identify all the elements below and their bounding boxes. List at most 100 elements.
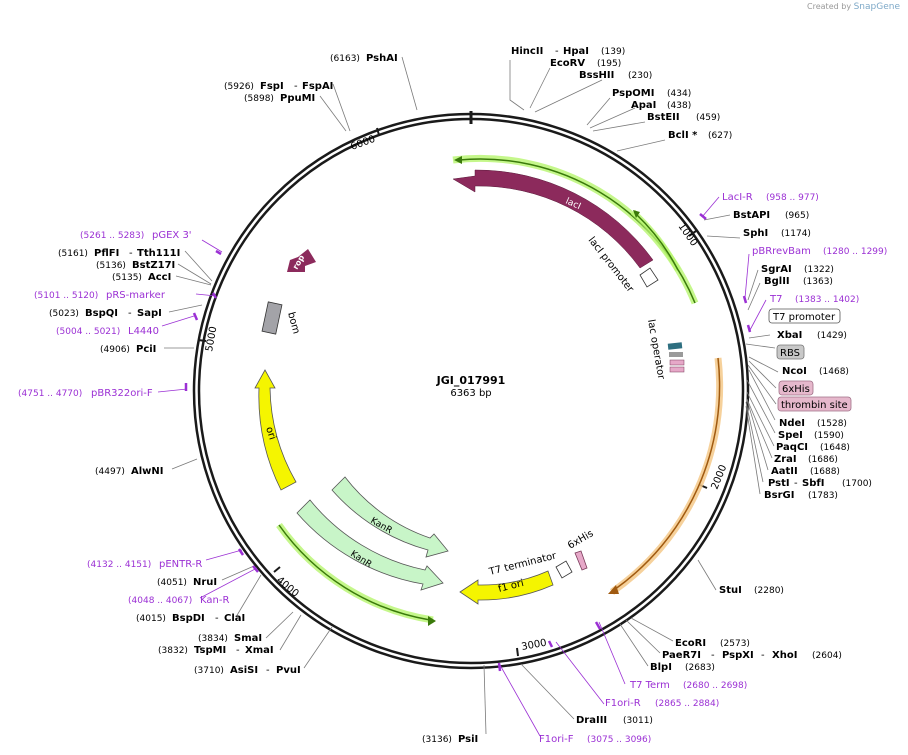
enzyme-draIII[interactable]: DraIII: [576, 715, 607, 726]
enzyme-pspOMI[interactable]: PspOMI: [612, 88, 654, 99]
enzyme-ncoI[interactable]: NcoI: [782, 366, 807, 377]
enzyme-claI[interactable]: ClaI: [224, 613, 245, 624]
backbone: [192, 111, 750, 670]
svg-text:(2683): (2683): [685, 663, 715, 673]
svg-text:-: -: [266, 665, 270, 676]
primer-lacI-R[interactable]: LacI-R: [722, 192, 753, 203]
enzyme-hpaI[interactable]: HpaI: [563, 46, 589, 57]
enzyme-bstEII[interactable]: BstEII: [647, 112, 680, 123]
enzyme-psiI[interactable]: PsiI: [458, 734, 478, 745]
enzyme-aatII[interactable]: AatII: [771, 466, 798, 477]
enzyme-bglII[interactable]: BglII: [764, 276, 790, 287]
svg-text:(230): (230): [628, 71, 652, 81]
primer-pENTR-R[interactable]: pENTR-R: [159, 559, 202, 570]
enzyme-xmaI[interactable]: XmaI: [245, 645, 274, 656]
thrombin-box: [669, 366, 685, 373]
enzyme-bstAPI[interactable]: BstAPI: [733, 210, 770, 221]
label-T7-promoter[interactable]: T7 promoter: [772, 312, 836, 323]
boxed-labels: T7 promoter RBS 6xHis thrombin site: [768, 308, 852, 412]
tick-label-3000: 3000: [521, 638, 548, 653]
enzyme-alwNI[interactable]: AlwNI: [131, 466, 164, 477]
svg-text:(3832): (3832): [158, 646, 188, 656]
enzyme-apaI[interactable]: ApaI: [631, 100, 656, 111]
primer-F1ori-F[interactable]: F1ori-F: [539, 734, 574, 745]
svg-text:-: -: [215, 613, 219, 624]
primer-L4440[interactable]: L4440: [128, 326, 159, 337]
enzyme-paeR7I[interactable]: PaeR7I: [662, 650, 701, 661]
svg-text:(1174): (1174): [781, 229, 811, 239]
6xHis-box: [669, 359, 685, 366]
6xHis-label: 6xHis: [566, 528, 596, 551]
enzyme-pflFI[interactable]: PflFI: [94, 248, 119, 259]
enzyme-pstI[interactable]: PstI: [768, 478, 790, 489]
svg-text:(4048 .. 4067): (4048 .. 4067): [128, 596, 192, 606]
enzyme-ecoRI[interactable]: EcoRI: [675, 638, 706, 649]
enzyme-asiSI[interactable]: AsiSI: [230, 665, 258, 676]
primer-pBR322ori-F[interactable]: pBR322ori-F: [91, 388, 153, 399]
enzyme-bclI[interactable]: BclI *: [668, 130, 698, 141]
enzyme-pciI[interactable]: PciI: [136, 344, 156, 355]
lac-operator-label: lac operator: [645, 319, 667, 381]
svg-text:(2573): (2573): [720, 639, 750, 649]
enzyme-bsrGI[interactable]: BsrGI: [764, 490, 794, 501]
enzyme-xbaI[interactable]: XbaI: [777, 330, 802, 341]
enzyme-sgrAI[interactable]: SgrAI: [761, 264, 792, 275]
enzyme-bspQI[interactable]: BspQI: [85, 308, 118, 319]
svg-text:(2865 .. 2884): (2865 .. 2884): [655, 699, 719, 709]
enzyme-blpI[interactable]: BlpI: [650, 662, 672, 673]
enzyme-bspDI[interactable]: BspDI: [172, 613, 205, 624]
enzyme-sbfI[interactable]: SbfI: [802, 478, 824, 489]
bom-feature: [261, 301, 283, 335]
svg-text:(434): (434): [667, 89, 691, 99]
enzyme-fspAI[interactable]: FspAI: [302, 81, 333, 92]
enzyme-bssHII[interactable]: BssHII: [579, 70, 614, 81]
label-thrombin-site[interactable]: thrombin site: [781, 400, 848, 411]
enzyme-ndeI[interactable]: NdeI: [779, 418, 805, 429]
enzyme-stuI[interactable]: StuI: [719, 585, 742, 596]
enzyme-xhoI[interactable]: XhoI: [772, 650, 797, 661]
enzyme-fspI[interactable]: FspI: [260, 81, 284, 92]
tick-label-6000: 6000: [349, 134, 377, 153]
snapgene-credit: Created by SnapGene: [807, 2, 900, 12]
enzyme-bstZ17I[interactable]: BstZ17I: [132, 260, 175, 271]
svg-text:(1468): (1468): [819, 367, 849, 377]
enzyme-sapI[interactable]: SapI: [137, 308, 162, 319]
svg-text:(3834): (3834): [198, 634, 228, 644]
enzyme-paqCI[interactable]: PaqCI: [776, 442, 808, 453]
primer-F1ori-R[interactable]: F1ori-R: [605, 698, 641, 709]
primer-pGEX3[interactable]: pGEX 3': [152, 230, 192, 241]
primer-pRS-marker[interactable]: pRS-marker: [106, 290, 166, 301]
enzyme-zraI[interactable]: ZraI: [774, 454, 797, 465]
bom-label: bom: [285, 311, 301, 335]
primer-pBRrevBam[interactable]: pBRrevBam: [752, 246, 811, 257]
plasmid-name: JGI_017991: [436, 374, 506, 387]
svg-text:(5101 .. 5120): (5101 .. 5120): [34, 291, 98, 301]
enzyme-speI[interactable]: SpeI: [778, 430, 803, 441]
enzyme-accI[interactable]: AccI: [148, 272, 171, 283]
svg-text:(195): (195): [597, 59, 621, 69]
enzyme-pshAI[interactable]: PshAI: [366, 53, 398, 64]
enzyme-sphI[interactable]: SphI: [743, 228, 768, 239]
primer-kan-R[interactable]: Kan-R: [200, 595, 229, 606]
svg-text:(5261 .. 5283): (5261 .. 5283): [80, 231, 144, 241]
svg-text:-: -: [128, 308, 132, 319]
primer-T7-term[interactable]: T7 Term: [629, 680, 670, 691]
enzyme-nruI[interactable]: NruI: [193, 577, 217, 588]
enzyme-smaI[interactable]: SmaI: [234, 633, 262, 644]
svg-text:-: -: [555, 46, 559, 57]
enzyme-ecoRV[interactable]: EcoRV: [550, 58, 585, 69]
enzyme-pvuI[interactable]: PvuI: [276, 665, 301, 676]
svg-text:(3136): (3136): [422, 735, 452, 745]
enzyme-pspXI[interactable]: PspXI: [722, 650, 754, 661]
label-RBS[interactable]: RBS: [780, 348, 800, 359]
svg-text:(5926): (5926): [224, 82, 254, 92]
enzyme-ppuMI[interactable]: PpuMI: [280, 93, 315, 104]
primer-T7[interactable]: T7: [769, 294, 782, 305]
enzyme-tth111I[interactable]: Tth111I: [137, 248, 180, 259]
ori-feature: [254, 369, 297, 491]
enzyme-tspMI[interactable]: TspMI: [194, 645, 226, 656]
label-6xHis[interactable]: 6xHis: [782, 384, 810, 395]
enzyme-hincII[interactable]: HincII: [511, 46, 543, 57]
RBS-box: [669, 352, 683, 357]
